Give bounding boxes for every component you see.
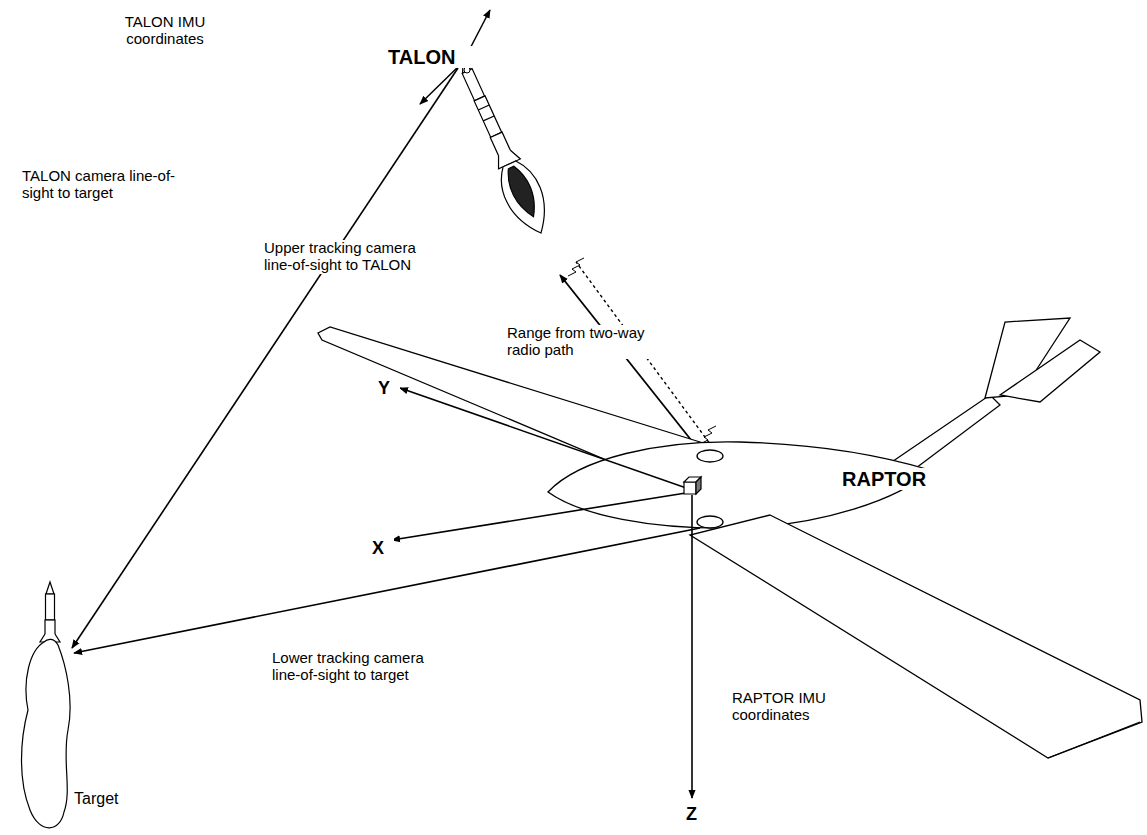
axis-label: Y [376, 378, 400, 398]
line-label: Range from two-way radio path [505, 325, 667, 359]
target-plume [22, 639, 71, 828]
axis-label: RAPTOR IMU coordinates [730, 690, 844, 724]
axis-label: TALON IMU coordinates [112, 14, 218, 48]
imu-cube [684, 477, 701, 494]
line-label: TALON camera line-of-sight to target [20, 168, 204, 202]
upper-camera [697, 450, 723, 462]
vehicle-name: RAPTOR [840, 468, 954, 490]
part-label: Target [72, 790, 136, 808]
raptor-imu-axes [392, 388, 692, 798]
line-label: Upper tracking camera line-of-sight to T… [262, 240, 448, 274]
axis-label: X [370, 538, 394, 558]
line-label: Lower tracking camera line-of-sight to t… [270, 650, 458, 684]
raptor-aircraft [318, 318, 1142, 758]
lower-camera [697, 516, 723, 528]
axis-label: Z [684, 804, 708, 824]
vehicle-name: TALON [386, 46, 480, 68]
target-rocket [40, 582, 60, 642]
lower-line-of-sight [74, 528, 700, 653]
talon-rocket [446, 54, 557, 240]
